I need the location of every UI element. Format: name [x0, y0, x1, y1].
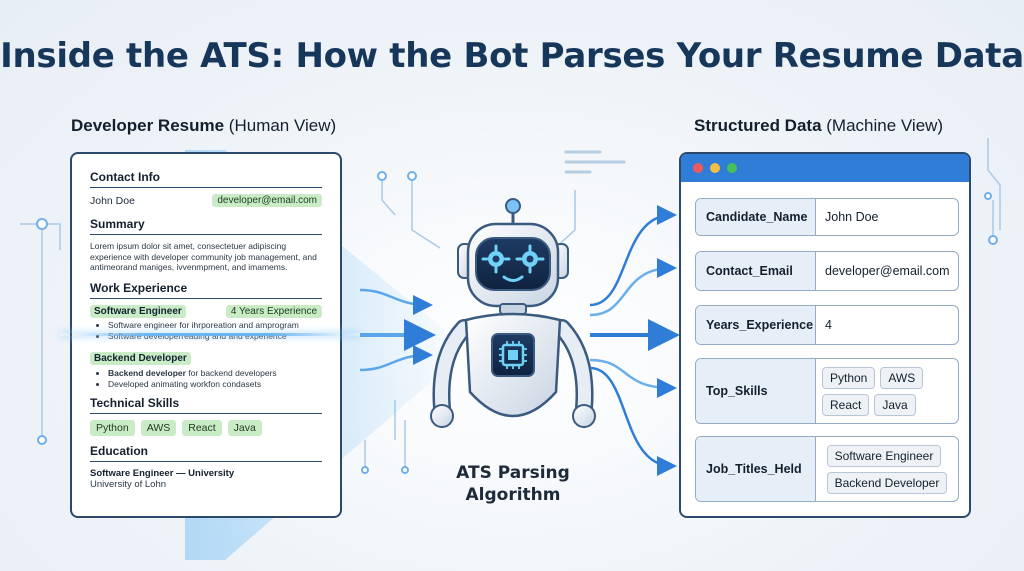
job2-bullets: Backend developer for backend developers… [90, 368, 322, 390]
bullet: Software engineer for ihrporeation and a… [108, 320, 322, 331]
education-degree: Software Engineer — University [90, 467, 235, 479]
robot-illustration [430, 198, 596, 428]
arrow [359, 288, 433, 315]
summary-text: Lorem ipsum dolor sit amet, consectetuer… [90, 241, 317, 272]
circuit-line [20, 223, 61, 250]
field-key: Years_Experience [696, 306, 816, 344]
resume-heading-sub: (Human View) [224, 116, 337, 135]
arrow [590, 358, 677, 398]
skill-chip: Java [874, 393, 916, 416]
circuit-node [988, 235, 998, 245]
field-value: 4 [825, 318, 832, 332]
divider [90, 412, 322, 414]
contact-row: John Doe developer@email.com [90, 194, 322, 207]
field-key: Contact_Email [696, 252, 816, 290]
circuit-node [407, 171, 417, 181]
arrow [359, 345, 433, 372]
structured-data-window: Candidate_Name John Doe Contact_Email de… [679, 152, 971, 518]
resume-heading-bold: Developer Resume [71, 116, 225, 135]
circuit-node [361, 466, 369, 474]
circuit-node [36, 218, 48, 230]
algorithm-label: ATS Parsing Algorithm [430, 462, 596, 506]
skill-tag: AWS [140, 419, 177, 436]
work-heading: Work Experience [90, 280, 188, 295]
robot-neck [499, 303, 527, 315]
window-minimize-dot [710, 163, 720, 173]
resume-name: John Doe [90, 194, 135, 207]
circuit-node [401, 466, 409, 474]
resume-skills: Python AWS React Java [90, 419, 322, 436]
arrow [590, 366, 677, 476]
field-years-experience: Years_Experience 4 [695, 305, 959, 345]
divider [90, 187, 322, 188]
skill-chip: React [822, 393, 870, 416]
skill-tag: Java [227, 419, 262, 436]
education-heading: Education [90, 443, 149, 458]
structured-heading-sub: (Machine View) [821, 116, 944, 135]
education-school: University of Lohn [90, 478, 167, 490]
divider [90, 234, 322, 235]
robot-smile [502, 275, 524, 282]
robot-hand [572, 404, 596, 428]
circuit-line [987, 138, 1001, 230]
job1-bullets: Software engineer for ihrporeation and a… [90, 320, 322, 342]
skill-chip: Python [822, 366, 876, 389]
skill-tag: Python [90, 419, 135, 436]
circuit-line [381, 176, 396, 216]
field-job-titles: Job_Titles_Held Software Engineer Backen… [695, 436, 959, 502]
robot-antenna-bulb [505, 198, 521, 214]
algorithm-label-line1: ATS Parsing [456, 463, 570, 483]
algorithm-label-line2: Algorithm [465, 485, 561, 505]
circuit-node [377, 171, 387, 181]
robot-hand [430, 404, 454, 428]
window-maximize-dot [727, 163, 737, 173]
circuit-line [554, 190, 576, 249]
resume-email: developer@email.com [212, 194, 322, 207]
summary-heading: Summary [90, 217, 145, 231]
field-value: John Doe [825, 210, 879, 224]
circuit-node [37, 435, 47, 445]
job2-title: Backend Developer [90, 351, 191, 365]
bullet-rest: for backend developers [185, 367, 277, 378]
divider [90, 460, 322, 462]
bullet-strong: Backend developer [108, 367, 186, 378]
bullet: Developed animating workfon condasets [108, 379, 322, 390]
window-close-dot [693, 163, 703, 173]
input-arrows [359, 288, 436, 372]
field-value-chips: Software Engineer Backend Developer [816, 437, 958, 501]
circuit-node [984, 192, 992, 200]
job1-row: Software Engineer 4 Years Experience [90, 304, 322, 318]
resume-heading: Developer Resume (Human View) [71, 116, 336, 136]
field-top-skills: Top_Skills Python AWS React Java [695, 358, 959, 424]
field-candidate-name: Candidate_Name John Doe [695, 198, 959, 236]
job-title-chip: Software Engineer [826, 444, 942, 467]
job2-row: Backend Developer [90, 348, 322, 366]
skill-tag: React [182, 419, 222, 436]
divider [90, 297, 322, 299]
bullet: Backend developer for backend developers [108, 368, 322, 379]
scan-line [60, 333, 360, 336]
structured-heading-bold: Structured Data [694, 116, 822, 135]
arrow [590, 205, 677, 307]
skill-chip: AWS [880, 366, 924, 389]
field-value-chips: Python AWS React Java [816, 359, 958, 423]
arrow [590, 258, 677, 317]
field-key: Candidate_Name [696, 199, 816, 235]
window-title-bar [681, 154, 969, 182]
contact-heading: Contact Info [90, 170, 160, 184]
job-title-chip: Backend Developer [826, 471, 948, 494]
structured-heading: Structured Data (Machine View) [694, 116, 943, 136]
field-value: developer@email.com [825, 264, 950, 278]
skills-heading: Technical Skills [90, 395, 180, 410]
field-key: Job_Titles_Held [696, 437, 816, 501]
job1-years: 4 Years Experience [225, 304, 322, 318]
field-contact-email: Contact_Email developer@email.com [695, 251, 959, 291]
job1-title: Software Engineer [90, 304, 186, 318]
robot-visor [475, 237, 551, 291]
output-arrows [590, 205, 680, 476]
field-key: Top_Skills [696, 359, 816, 423]
page-title: Inside the ATS: How the Bot Parses Your … [0, 36, 1024, 76]
